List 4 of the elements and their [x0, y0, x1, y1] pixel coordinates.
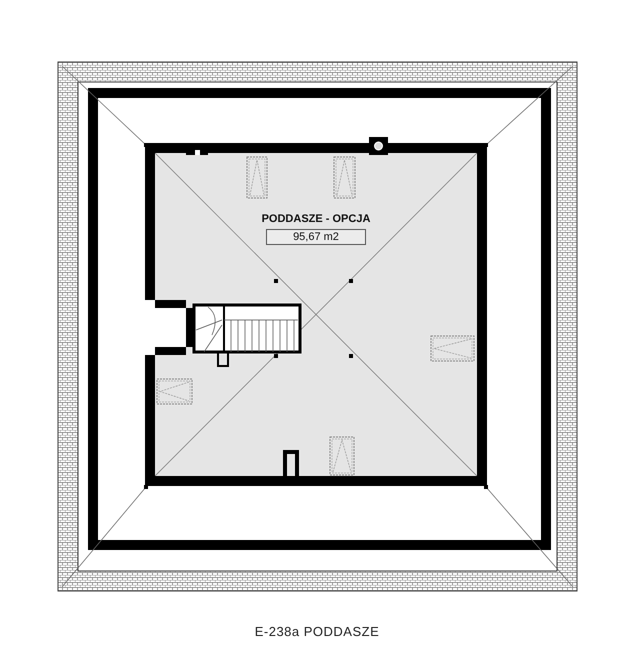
plan-caption: E-238a PODDASZE	[254, 624, 380, 639]
area-label: 95,67 m2	[266, 229, 366, 245]
attic-room-area	[155, 153, 477, 476]
room-name: PODDASZE - OPCJA	[260, 212, 372, 227]
